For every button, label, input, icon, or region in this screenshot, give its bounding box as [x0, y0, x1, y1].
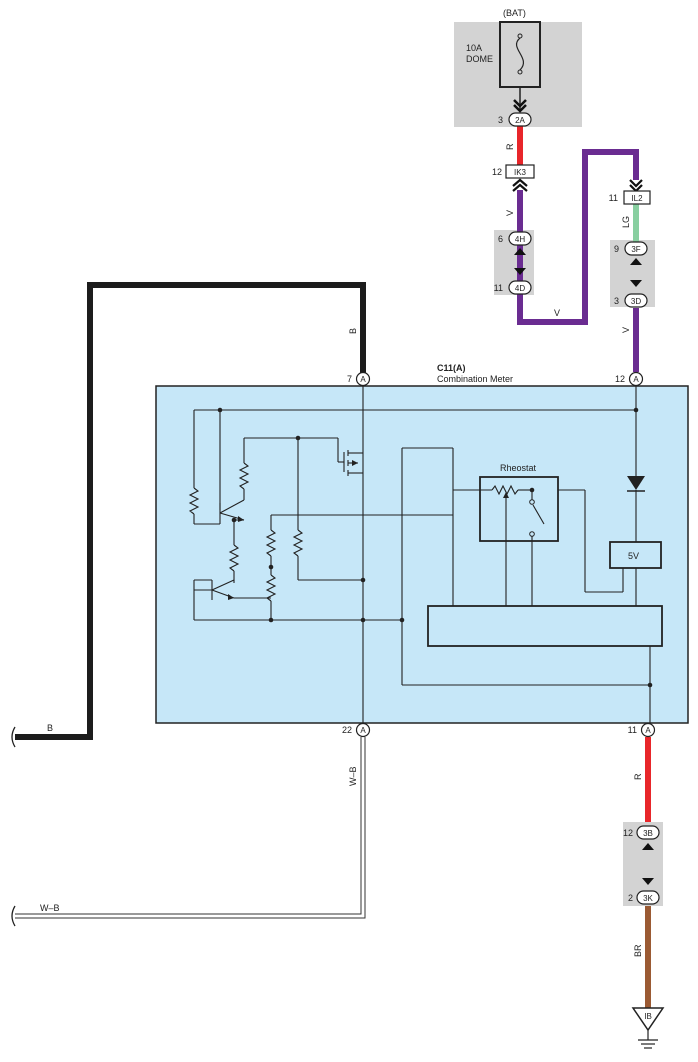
meter-pin-7: A 7 — [347, 371, 371, 387]
connector-3K-pin: 2 — [628, 893, 633, 903]
meter-pin-11-letter: A — [645, 726, 651, 735]
connector-3D-pin: 3 — [614, 296, 619, 306]
connector-3D: 3D 3 — [614, 280, 648, 308]
connector-4D-code: 4D — [515, 284, 525, 293]
connector-2A: 2A 3 — [498, 99, 532, 127]
wire-label-r-top: R — [505, 143, 515, 150]
wire-label-v-right: V — [621, 327, 631, 333]
rheostat-label: Rheostat — [500, 463, 537, 473]
connector-4H-code: 4H — [515, 235, 525, 244]
fuse-icon — [516, 33, 524, 75]
connector-4H-pin: 6 — [498, 234, 503, 244]
connector-3B-code: 3B — [643, 829, 653, 838]
connector-3D-code: 3D — [631, 297, 641, 306]
regulator-5v: 5V — [609, 541, 662, 569]
fuse-block-bg — [454, 22, 582, 127]
connector-IK3: IK3 12 — [492, 164, 535, 192]
wire-label-v-ik3: V — [505, 210, 515, 216]
meter-pin-7-letter: A — [360, 375, 366, 384]
wire-label-br: BR — [633, 944, 643, 957]
meter-pin-7-number: 7 — [347, 374, 352, 384]
rheostat: Rheostat — [479, 463, 559, 542]
wire-wb-outline — [15, 737, 366, 919]
connector-4D-pin: 11 — [494, 283, 503, 293]
wire-b-end — [11, 726, 16, 748]
meter-id: C11(A) — [437, 363, 466, 373]
ground-code: IB — [644, 1012, 652, 1021]
wire-b — [15, 282, 366, 740]
wire-v-loop — [517, 149, 639, 325]
connector-3F-code: 3F — [631, 245, 640, 254]
connector-3B: 3B 12 — [623, 825, 660, 850]
diode-icon — [627, 476, 645, 492]
connector-IK3-code: IK3 — [514, 168, 527, 177]
connector-IL2: IL2 11 — [609, 179, 651, 205]
wire-label-v-loop: V — [554, 308, 560, 318]
meter-pin-22: A 22 — [342, 722, 371, 738]
wire-label-b-left: B — [47, 723, 53, 733]
fuse-supply-label: (BAT) — [503, 8, 526, 18]
meter-pin-22-number: 22 — [342, 725, 352, 735]
wire-label-wb-left: W–B — [40, 903, 60, 913]
ground-icon — [631, 1007, 665, 1049]
meter-name: Combination Meter — [437, 374, 513, 384]
wire-wb — [15, 737, 365, 918]
connector-IK3-pin: 12 — [492, 167, 502, 177]
wire-label-lg: LG — [621, 216, 631, 228]
meter-pin-22-letter: A — [360, 726, 366, 735]
meter-pin-12: A 12 — [615, 371, 644, 387]
meter-pin-11-number: 11 — [628, 725, 637, 735]
connector-3F-pin: 9 — [614, 244, 619, 254]
connector-2A-pin: 3 — [498, 115, 503, 125]
meter-pin-12-letter: A — [633, 375, 639, 384]
wire-label-b-top: B — [348, 328, 358, 334]
combination-meter-box — [155, 385, 689, 724]
connector-3K-code: 3K — [643, 894, 653, 903]
fuse-name: DOME — [466, 54, 493, 64]
wire-label-r-bottom: R — [633, 773, 643, 780]
meter-ic-block — [427, 605, 663, 647]
wire-wb-end — [11, 905, 16, 927]
connector-4H: 4H 6 — [498, 231, 532, 255]
regulator-5v-label: 5V — [628, 551, 639, 561]
meter-pin-11: A 11 — [628, 722, 656, 738]
meter-pin-12-number: 12 — [615, 374, 625, 384]
wire-label-wb-vert: W–B — [348, 766, 358, 786]
connector-3K: 3K 2 — [628, 878, 660, 905]
connector-IL2-code: IL2 — [631, 194, 643, 203]
connector-4D: 4D 11 — [494, 268, 532, 295]
connector-3B-pin: 12 — [623, 828, 633, 838]
fuse-rating: 10A — [466, 43, 482, 53]
connector-2A-code: 2A — [515, 116, 525, 125]
connector-IL2-pin: 11 — [609, 193, 618, 203]
connector-3F: 3F 9 — [614, 241, 648, 265]
meter-internal-circuit — [188, 386, 653, 723]
